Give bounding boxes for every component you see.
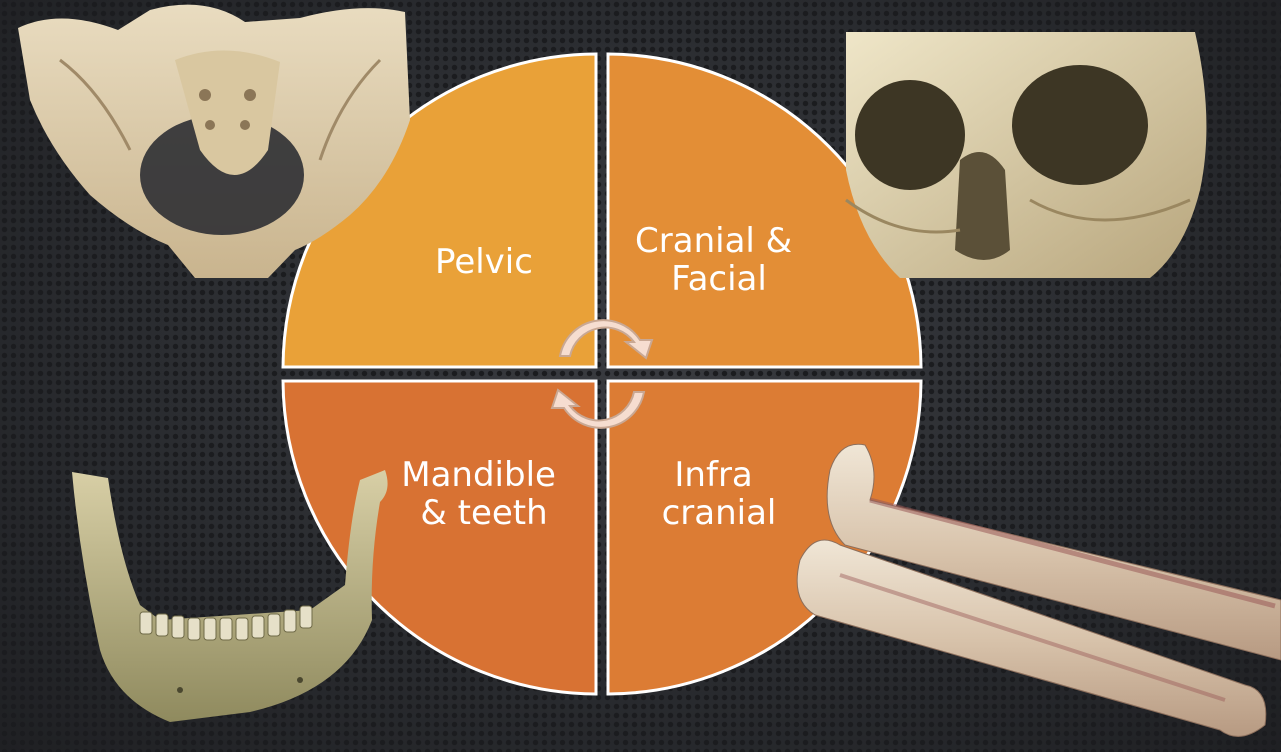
label-mandible-teeth: Mandible & teeth xyxy=(401,455,567,533)
label-infra-cranial-line-1: Infra xyxy=(674,455,752,495)
label-pelvic-line-1: Pelvic xyxy=(435,242,533,282)
label-pelvic: Pelvic xyxy=(435,242,533,282)
label-cranial-facial-line-1: Cranial & xyxy=(635,221,792,261)
label-mandible-teeth-line-2: & teeth xyxy=(420,493,547,533)
label-infra-cranial-line-2: cranial xyxy=(662,493,777,533)
long-bones-image xyxy=(797,444,1281,736)
label-cranial-facial-line-2: Facial xyxy=(671,259,767,299)
label-mandible-teeth-line-1: Mandible xyxy=(401,455,556,495)
label-infra-cranial: Infra cranial xyxy=(662,455,777,533)
skull-image xyxy=(846,32,1206,278)
